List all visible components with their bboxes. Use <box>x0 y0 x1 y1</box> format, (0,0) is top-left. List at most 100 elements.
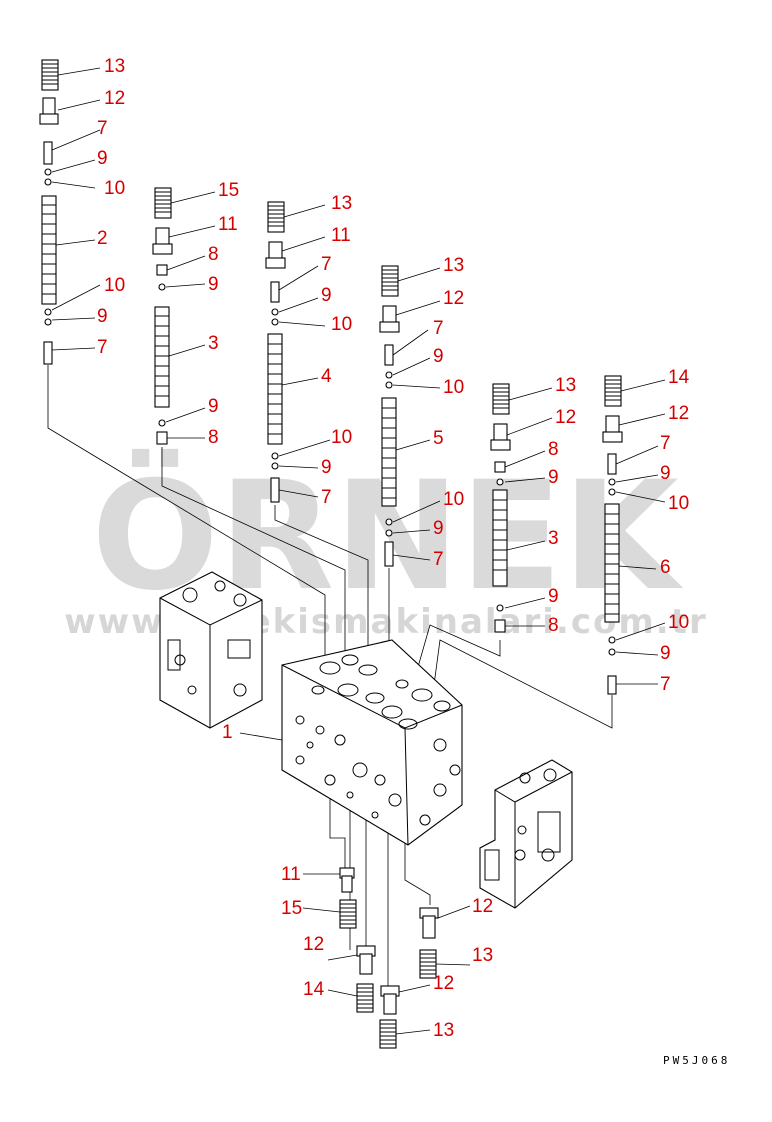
cap-part <box>494 619 506 633</box>
callout-number: 2 <box>97 228 108 249</box>
spool-part <box>492 489 508 587</box>
callout-number: 8 <box>548 439 559 460</box>
spool-column-3 <box>265 201 286 503</box>
callout-number: 9 <box>548 586 559 607</box>
callout-number: 9 <box>433 518 444 539</box>
ring-part <box>271 452 279 460</box>
callout-number: 13 <box>331 193 352 214</box>
plug-part <box>490 423 511 451</box>
callout-number: 8 <box>208 427 219 448</box>
callout-number: 4 <box>321 366 332 387</box>
callout-number: 1 <box>222 722 233 743</box>
ring-part <box>44 178 52 186</box>
callout-number: 13 <box>472 945 493 966</box>
callout-number: 13 <box>443 255 464 276</box>
callout-number: 10 <box>104 178 125 199</box>
callout-number: 7 <box>97 118 108 139</box>
cap-part <box>156 431 168 445</box>
spool-column-1 <box>39 59 59 365</box>
ring-part <box>385 529 393 537</box>
callout-number: 7 <box>97 337 108 358</box>
ring-part <box>496 478 504 486</box>
ring-part <box>608 636 616 644</box>
plug-part <box>380 985 400 1015</box>
callout-number: 10 <box>443 377 464 398</box>
callout-number: 7 <box>321 487 332 508</box>
ring-part <box>608 648 616 656</box>
callout-number: 9 <box>548 467 559 488</box>
ring-part <box>158 419 166 427</box>
pin-part <box>384 344 394 366</box>
spring-part <box>356 983 374 1013</box>
spring-part <box>492 383 510 415</box>
spool-column-4 <box>379 265 400 567</box>
ring-part <box>385 518 393 526</box>
callout-number: 9 <box>433 346 444 367</box>
ring-part <box>271 308 279 316</box>
plug-part <box>602 415 623 443</box>
ring-part <box>44 318 52 326</box>
ring-part <box>158 283 166 291</box>
callout-number: 8 <box>548 615 559 636</box>
pin-part <box>607 675 617 695</box>
callout-number: 12 <box>303 934 324 955</box>
pin-part <box>607 453 617 475</box>
pin-part <box>270 477 280 503</box>
callout-leaders <box>51 67 666 1035</box>
spool-part <box>41 195 57 305</box>
callout-number: 9 <box>321 457 332 478</box>
callout-number: 12 <box>433 973 454 994</box>
callout-number: 10 <box>331 427 352 448</box>
callouts: 13 12 7 9 10 2 10 9 7 15 11 8 9 3 9 8 13… <box>97 56 690 1041</box>
left-end-cover <box>159 571 263 729</box>
callout-number: 10 <box>104 275 125 296</box>
callout-number: 7 <box>660 674 671 695</box>
spring-part <box>41 59 59 91</box>
callout-number: 11 <box>331 225 351 246</box>
ring-part <box>385 381 393 389</box>
spool-part <box>154 306 170 408</box>
spring-part <box>381 265 399 297</box>
ring-part <box>271 462 279 470</box>
spool-column-5 <box>490 383 511 633</box>
callout-number: 6 <box>660 557 671 578</box>
spool-part <box>604 503 620 623</box>
callout-number: 9 <box>660 463 671 484</box>
spring-part <box>267 201 285 233</box>
plug-part <box>152 227 173 255</box>
callout-number: 10 <box>668 612 689 633</box>
callout-number: 12 <box>443 288 464 309</box>
plug-part <box>339 867 355 893</box>
callout-number: 13 <box>555 375 576 396</box>
callout-number: 12 <box>668 403 689 424</box>
callout-number: 11 <box>281 864 301 885</box>
callout-number: 7 <box>433 549 444 570</box>
plug-part <box>379 305 400 333</box>
callout-number: 10 <box>443 489 464 510</box>
callout-number: 3 <box>548 528 559 549</box>
callout-number: 8 <box>208 244 219 265</box>
spool-column-6 <box>602 375 623 695</box>
right-end-cover <box>479 759 573 909</box>
pin-part <box>43 141 53 165</box>
plug-part <box>265 241 286 269</box>
callout-number: 9 <box>321 285 332 306</box>
callout-number: 14 <box>668 367 690 388</box>
callout-number: 9 <box>97 148 108 169</box>
cap-part <box>156 264 168 276</box>
callout-number: 11 <box>218 214 238 235</box>
callout-number: 12 <box>472 896 493 917</box>
callout-number: 10 <box>331 314 352 335</box>
callout-number: 9 <box>208 274 219 295</box>
callout-number: 14 <box>303 979 325 1000</box>
pin-part <box>270 281 280 303</box>
callout-number: 7 <box>433 318 444 339</box>
ring-part <box>44 168 52 176</box>
callout-number: 7 <box>321 254 332 275</box>
spool-part <box>381 397 397 507</box>
ring-part <box>608 478 616 486</box>
main-valve-block <box>281 639 463 846</box>
pin-part <box>384 541 394 567</box>
callout-number: 7 <box>660 433 671 454</box>
